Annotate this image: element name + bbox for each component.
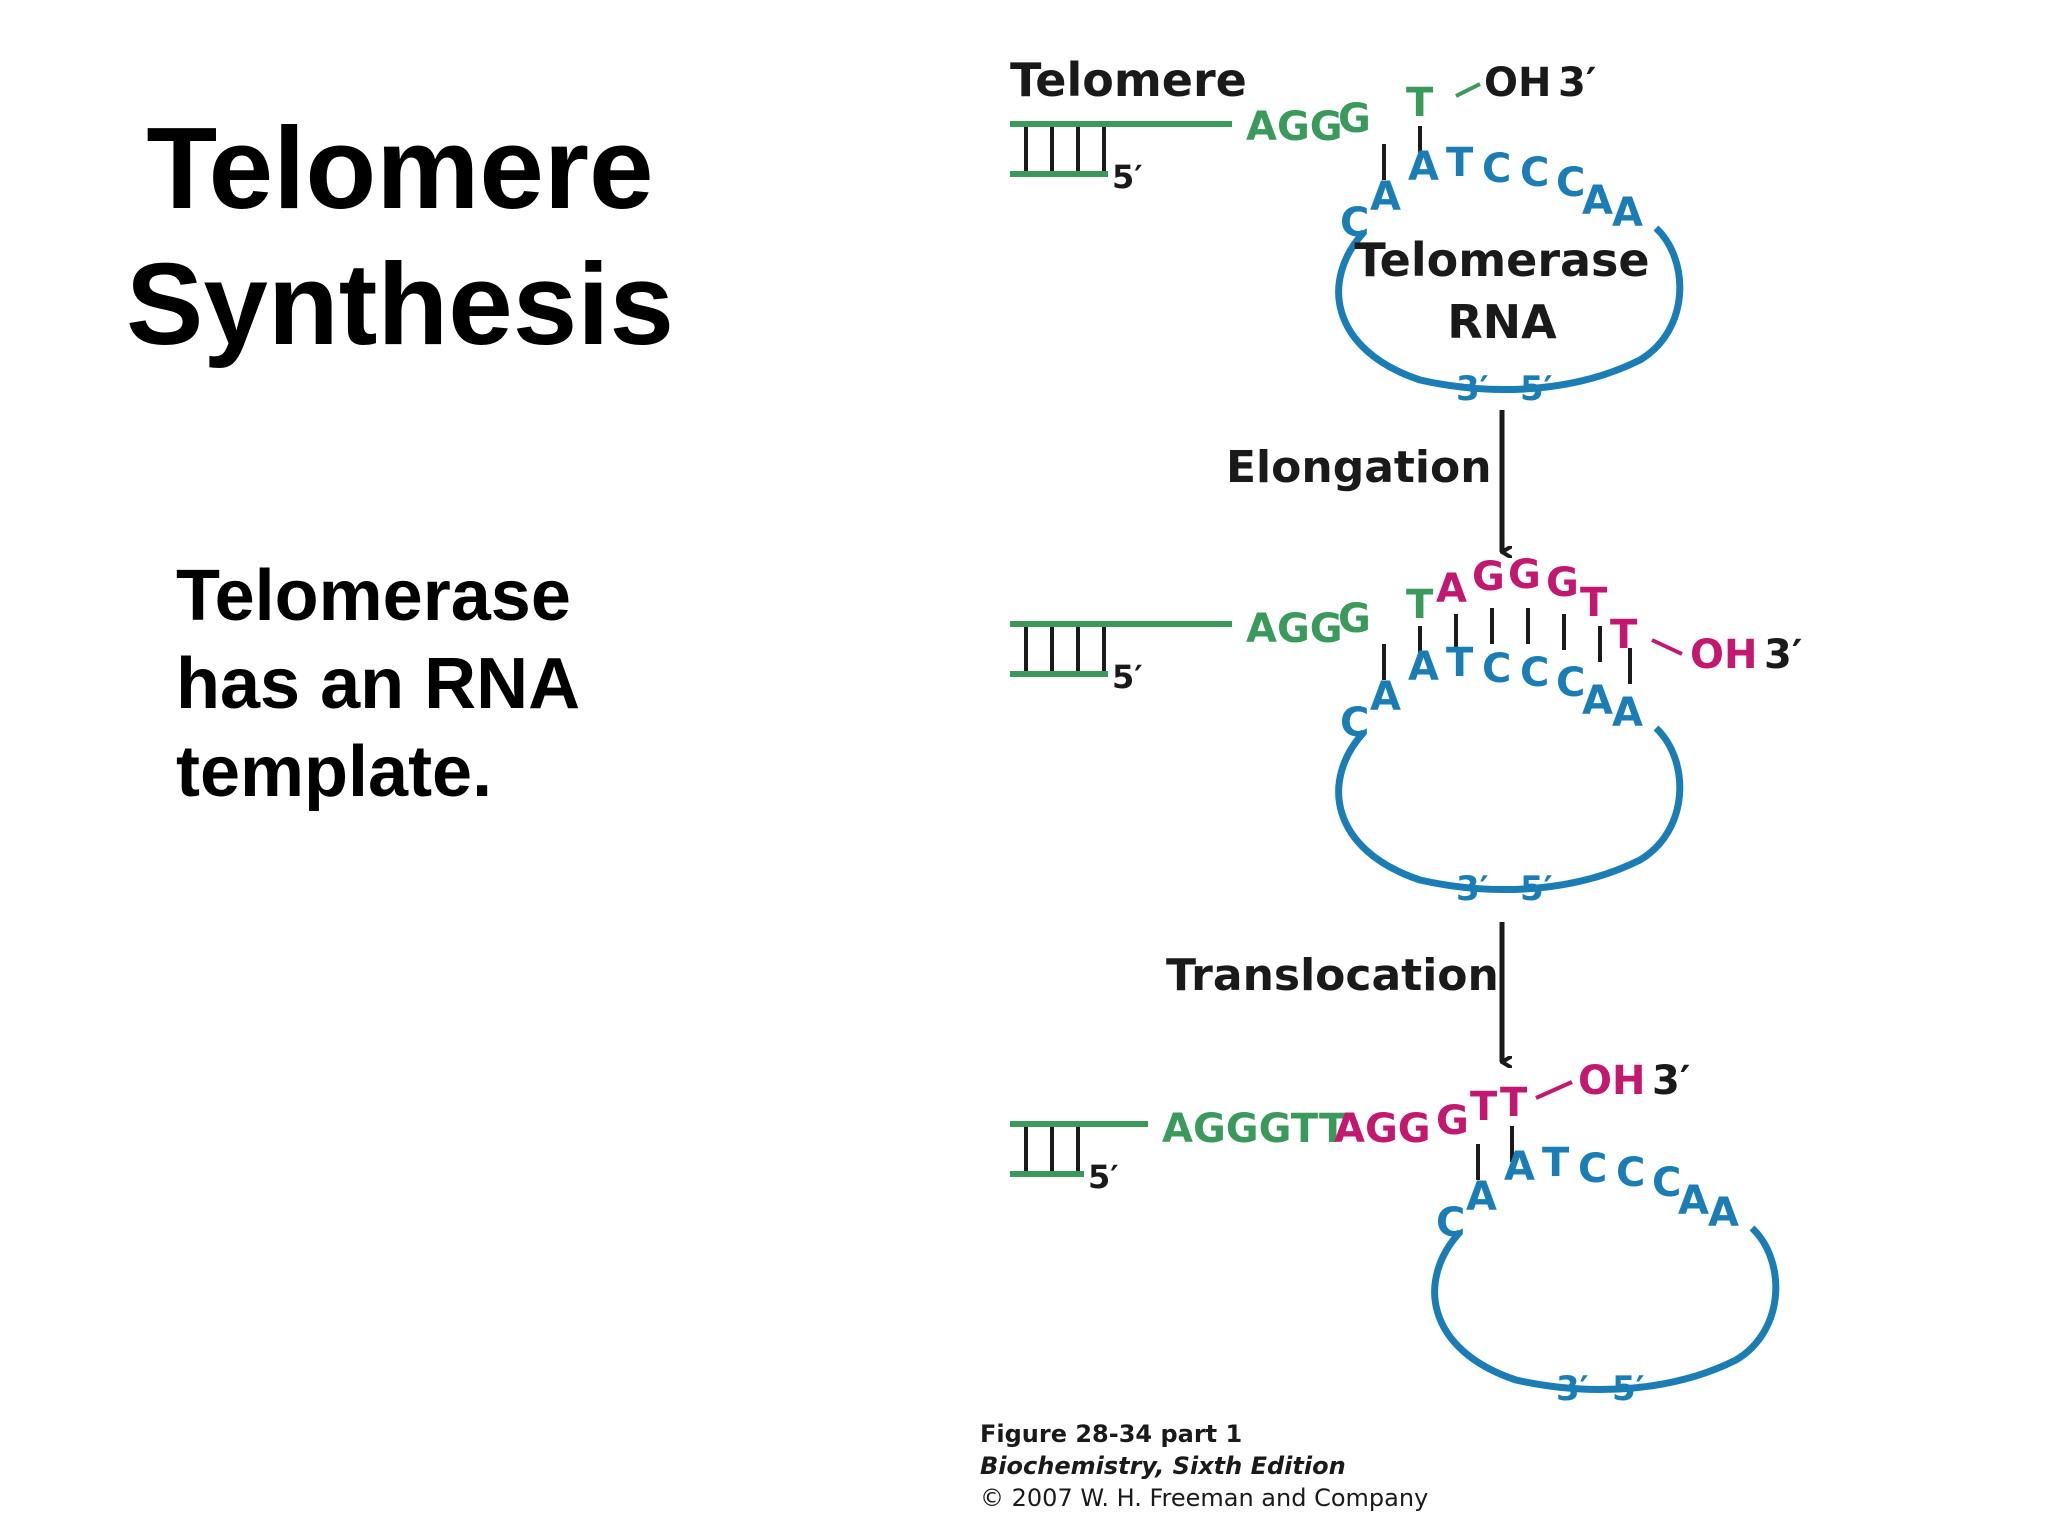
new-base-p2-2: G	[1508, 552, 1541, 598]
oh-bond-3	[1535, 1080, 1573, 1100]
dna-bases-1: AGG	[1246, 104, 1343, 150]
figure-caption: Figure 28-34 part 1 Biochemistry, Sixth …	[980, 1418, 1428, 1514]
rna-base-p2-1: A	[1370, 674, 1401, 720]
telomerase-rna-loop-2	[1335, 725, 1684, 893]
telomerase-rna-loop-1	[1335, 225, 1684, 393]
rna-base-p2-6: C	[1556, 660, 1585, 706]
rna-five-prime-3: 5′	[1612, 1369, 1645, 1409]
rna-base-p1-3: T	[1446, 140, 1474, 186]
telomere-duplex	[1010, 121, 1232, 177]
three-prime-label-3: 3′	[1652, 1058, 1690, 1104]
five-prime-label-3: 5′	[1088, 1158, 1119, 1196]
body-line-3: template.	[176, 732, 493, 812]
oh-bond-1	[1455, 82, 1481, 98]
three-prime-label-1: 3′	[1558, 60, 1596, 106]
dna-base-t-2: T	[1406, 582, 1434, 628]
telomerase-rna-label-2: RNA	[1447, 295, 1557, 349]
rna-base-p3-4: C	[1578, 1146, 1607, 1192]
rna-three-prime-3: 3′	[1556, 1369, 1589, 1409]
body-line-2: has an RNA	[176, 644, 581, 724]
rna-base-p1-1: A	[1370, 174, 1401, 220]
rna-base-p3-2: A	[1504, 1144, 1535, 1190]
elongation-step: Elongation	[1226, 410, 1502, 552]
title-line-2: Synthesis	[126, 239, 674, 369]
caption-line-2: Biochemistry, Sixth Edition	[980, 1452, 1346, 1480]
new-base-p2-3: G	[1546, 560, 1579, 606]
duplex-base-pairs	[1024, 127, 1106, 171]
new-base-t2-3: T	[1500, 1080, 1528, 1126]
three-prime-label-2: 3′	[1764, 632, 1802, 678]
caption-line-3: © 2007 W. H. Freeman and Company	[980, 1484, 1429, 1512]
new-base-p2-4: T	[1580, 580, 1608, 626]
rna-five-prime-2: 5′	[1520, 869, 1553, 909]
new-base-p2-5: T	[1610, 612, 1638, 658]
oh-label-1: OH	[1484, 60, 1551, 106]
telomere-label: Telomere	[1010, 53, 1247, 107]
rna-base-p1-2: A	[1408, 144, 1439, 190]
dna-bases-3: AGGGTT	[1162, 1106, 1347, 1152]
body-line-1: Telomerase	[176, 556, 571, 636]
template-pairing-2	[1382, 608, 1632, 684]
rna-base-p1-6: C	[1556, 160, 1585, 206]
rna-base-p3-5: C	[1616, 1150, 1645, 1196]
oh-bond-2	[1651, 638, 1683, 656]
template-pairing-1	[1382, 126, 1422, 180]
rna-base-p1-5: C	[1520, 150, 1549, 196]
rna-base-p2-7: A	[1582, 678, 1613, 724]
rna-base-p3-6: C	[1652, 1160, 1681, 1206]
dna-base-g-2: G	[1338, 596, 1371, 642]
new-base-p2-0: A	[1436, 566, 1467, 612]
dna-bases-2: AGG	[1246, 606, 1343, 652]
dna-base-t1: T	[1406, 80, 1434, 126]
five-prime-label-2: 5′	[1112, 658, 1143, 696]
slide-body-text: Telomerase has an RNA template.	[176, 552, 696, 816]
oh-label-3: OH	[1578, 1058, 1645, 1104]
rna-base-p3-8: A	[1708, 1190, 1739, 1236]
rna-base-p3-7: A	[1678, 1178, 1709, 1224]
rna-base-p2-4: C	[1482, 646, 1511, 692]
rna-base-p2-3: T	[1446, 640, 1474, 686]
title-line-1: Telomere	[146, 103, 654, 233]
new-bases-3: AGG	[1334, 1106, 1431, 1152]
telomerase-rna-label-1: Telomerase	[1354, 233, 1649, 287]
rna-base-p2-2: A	[1408, 644, 1439, 690]
telomerase-rna-loop-3	[1431, 1225, 1780, 1393]
translocation-step: Translocation	[1166, 922, 1502, 1062]
five-prime-label-1: 5′	[1112, 158, 1143, 196]
rna-base-p2-8: A	[1612, 690, 1643, 736]
slide-title: Telomere Synthesis	[110, 100, 690, 372]
rna-base-p3-1: A	[1466, 1174, 1497, 1220]
dna-base-g: G	[1338, 96, 1371, 142]
translocation-label: Translocation	[1166, 950, 1499, 1001]
rna-base-p3-3: T	[1542, 1140, 1570, 1186]
new-base-t1-3: T	[1470, 1084, 1498, 1130]
elongation-label: Elongation	[1226, 442, 1492, 493]
rna-three-prime-1: 3′	[1456, 369, 1489, 409]
rna-base-p1-7: A	[1582, 178, 1613, 224]
rna-base-p2-5: C	[1520, 650, 1549, 696]
new-base-p2-1: G	[1472, 554, 1505, 600]
rna-three-prime-2: 3′	[1456, 869, 1489, 909]
template-pairing-3	[1476, 1126, 1514, 1180]
oh-label-2: OH	[1690, 632, 1757, 678]
rna-base-p1-4: C	[1482, 146, 1511, 192]
rna-base-p1-8: A	[1612, 190, 1643, 236]
new-base-g-3: G	[1436, 1098, 1469, 1144]
caption-line-1: Figure 28-34 part 1	[980, 1420, 1243, 1448]
rna-five-prime-1: 5′	[1520, 369, 1553, 409]
